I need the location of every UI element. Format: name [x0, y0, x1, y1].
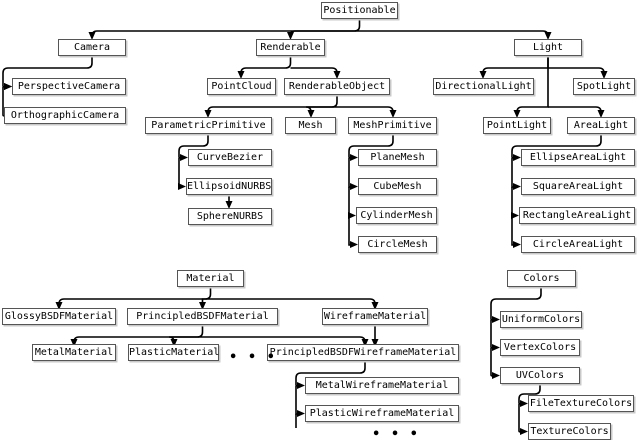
node-area-light[interactable]: AreaLight [567, 117, 635, 134]
node-wireframe-material[interactable]: WireframeMaterial [322, 308, 428, 325]
node-ellipse-area-light[interactable]: EllipseAreaLight [521, 149, 635, 166]
node-uniform-colors[interactable]: UniformColors [500, 311, 582, 328]
node-circle-mesh[interactable]: CircleMesh [358, 236, 437, 253]
node-positionable[interactable]: Positionable [321, 2, 398, 19]
node-parametric-primitive[interactable]: ParametricPrimitive [145, 117, 272, 134]
node-vertex-colors[interactable]: VertexColors [500, 339, 580, 356]
node-principled-bsdf-material[interactable]: PrincipledBSDFMaterial [127, 308, 278, 325]
node-texture-colors[interactable]: TextureColors [528, 423, 611, 440]
node-mesh[interactable]: Mesh [285, 117, 336, 134]
node-directional-light[interactable]: DirectionalLight [433, 78, 534, 95]
node-mesh-primitive[interactable]: MeshPrimitive [348, 117, 437, 134]
node-orthographic-camera[interactable]: OrthographicCamera [4, 107, 126, 124]
node-principled-bsdf-wireframe-material[interactable]: PrincipledBSDFWireframeMaterial [267, 344, 459, 361]
node-ellipsoid-nurbs[interactable]: EllipsoidNURBS [186, 178, 272, 195]
ellipsis-wireframe-bottom: • • • [372, 427, 421, 440]
node-perspective-camera[interactable]: PerspectiveCamera [12, 78, 126, 95]
node-colors[interactable]: Colors [507, 270, 576, 287]
node-camera[interactable]: Camera [58, 39, 126, 56]
node-curve-bezier[interactable]: CurveBezier [188, 149, 272, 166]
node-square-area-light[interactable]: SquareAreaLight [521, 178, 635, 195]
node-circle-area-light[interactable]: CircleAreaLight [521, 236, 635, 253]
node-cylinder-mesh[interactable]: CylinderMesh [356, 207, 437, 224]
node-spot-light[interactable]: SpotLight [573, 78, 635, 95]
node-file-texture-colors[interactable]: FileTextureColors [528, 395, 634, 412]
node-plane-mesh[interactable]: PlaneMesh [358, 149, 437, 166]
node-uv-colors[interactable]: UVColors [500, 367, 580, 384]
node-plastic-wireframe-material[interactable]: PlasticWireframeMaterial [305, 405, 459, 422]
ellipsis-material-row: • • • [229, 350, 278, 365]
node-point-light[interactable]: PointLight [483, 117, 551, 134]
node-metal-wireframe-material[interactable]: MetalWireframeMaterial [305, 377, 459, 394]
node-sphere-nurbs[interactable]: SphereNURBS [188, 208, 272, 225]
node-renderable-object[interactable]: RenderableObject [284, 78, 390, 95]
node-plastic-material[interactable]: PlasticMaterial [128, 344, 219, 361]
node-point-cloud[interactable]: PointCloud [207, 78, 276, 95]
node-light[interactable]: Light [514, 39, 582, 56]
node-renderable[interactable]: Renderable [256, 39, 325, 56]
node-metal-material[interactable]: MetalMaterial [32, 344, 116, 361]
node-glossy-bsdf-material[interactable]: GlossyBSDFMaterial [2, 308, 116, 325]
node-cube-mesh[interactable]: CubeMesh [358, 178, 437, 195]
node-rectangle-area-light[interactable]: RectangleAreaLight [519, 207, 635, 224]
node-material[interactable]: Material [177, 270, 244, 287]
